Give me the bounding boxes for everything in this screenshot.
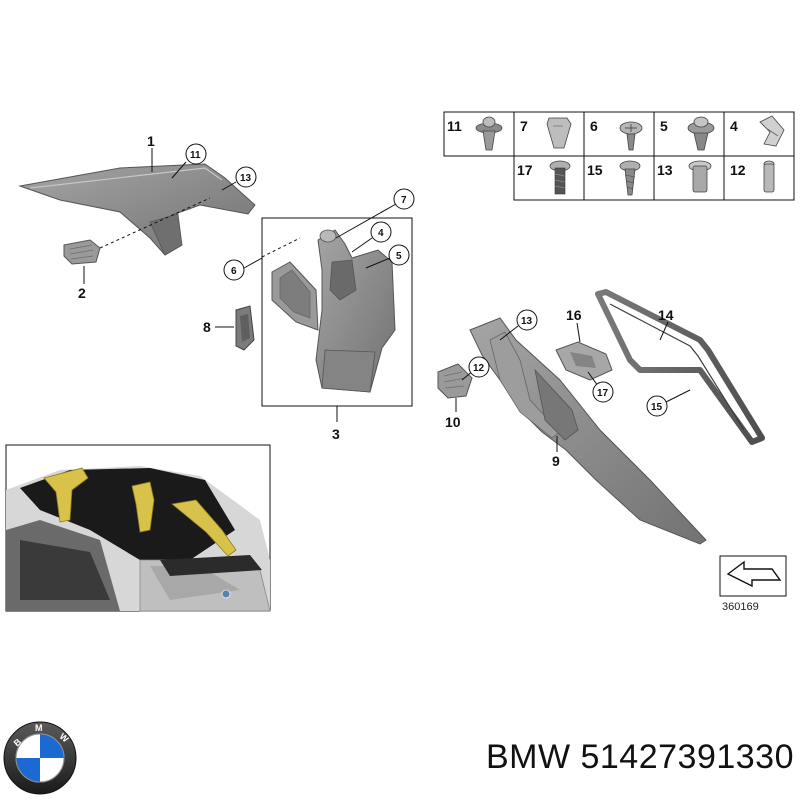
pin-icon [763, 160, 775, 193]
dashed-assembly-line [261, 237, 301, 258]
circled-label-7: 7 [401, 195, 407, 206]
callout-circle-15 [646, 395, 668, 417]
part-9-pillar-trim [469, 317, 707, 545]
callout-circle-5 [388, 244, 410, 266]
brand-name: BMW [485, 738, 571, 776]
circled-label-13b: 13 [521, 316, 533, 327]
leader-line [587, 371, 599, 387]
table-label-13: 13 [657, 162, 673, 178]
leader-line [576, 322, 581, 343]
part-16-bracket [555, 341, 613, 381]
circled-label-6: 6 [231, 266, 237, 277]
callout-circle-17 [592, 381, 614, 403]
leader-line [665, 389, 691, 403]
leader-line [221, 181, 237, 191]
part-3-pillar-trim [271, 229, 396, 393]
bmw-logo-icon: B M W [3, 721, 77, 795]
bolt-icon [549, 160, 571, 195]
callout-14: 14 [658, 307, 674, 323]
table-label-11: 11 [447, 118, 462, 134]
callout-2: 2 [78, 285, 86, 301]
part-identification: BMW 51427391330 [410, 738, 794, 777]
part-2-clip [63, 239, 101, 265]
part-14-window-frame [595, 289, 765, 445]
sleeve-nut-icon [688, 160, 712, 193]
circled-label-17: 17 [597, 388, 609, 399]
callout-circle-6 [223, 259, 245, 281]
table-label-12: 12 [730, 162, 746, 178]
vehicle-location-inset [5, 444, 271, 612]
leader-line [499, 325, 519, 341]
circled-label-12: 12 [473, 363, 485, 374]
part-8-grab-handle [235, 305, 255, 351]
clip-rivet-icon [687, 116, 715, 151]
circled-label-13: 13 [240, 173, 252, 184]
table-label-6: 6 [590, 118, 598, 134]
svg-text:B: B [12, 736, 24, 748]
leader-line [365, 257, 391, 269]
callout-9: 9 [552, 453, 560, 469]
table-label-4: 4 [730, 118, 738, 134]
part-10-clip [437, 363, 473, 399]
self-tapping-screw-icon [619, 160, 641, 196]
callout-10: 10 [445, 414, 461, 430]
leader-line [335, 203, 397, 239]
reference-number: 360169 [722, 601, 759, 613]
callout-circle-13 [235, 166, 257, 188]
callout-circle-4 [370, 221, 392, 243]
circled-label-11: 11 [190, 150, 201, 161]
spring-nut-icon [759, 115, 785, 147]
callout-circle-11 [185, 143, 207, 165]
reference-arrow-box [719, 555, 787, 597]
callout-circle-12 [468, 356, 490, 378]
callout-3: 3 [332, 426, 340, 442]
circled-label-15: 15 [651, 402, 663, 413]
callout-16: 16 [566, 307, 582, 323]
leader-line [351, 237, 373, 253]
part-1-trim-panel [18, 163, 256, 256]
callout-1: 1 [147, 133, 155, 149]
table-label-17: 17 [517, 162, 533, 178]
callout-8: 8 [203, 319, 211, 335]
leader-line [659, 321, 669, 341]
circled-label-4: 4 [378, 228, 384, 239]
circled-label-5: 5 [396, 251, 402, 262]
leader-line [171, 161, 187, 179]
part-number: 51427391330 [580, 738, 794, 776]
fastener-table [443, 111, 795, 201]
table-label-7: 7 [520, 118, 528, 134]
svg-text:M: M [35, 723, 43, 733]
push-rivet-icon [475, 116, 503, 151]
dashed-assembly-line [99, 197, 211, 249]
table-label-5: 5 [660, 118, 668, 134]
screw-head-icon [619, 121, 643, 151]
callout-circle-13b [516, 309, 538, 331]
leader-line [243, 257, 263, 269]
callout-circle-7 [393, 188, 415, 210]
expansion-clip-icon [546, 117, 572, 149]
table-label-15: 15 [587, 162, 603, 178]
